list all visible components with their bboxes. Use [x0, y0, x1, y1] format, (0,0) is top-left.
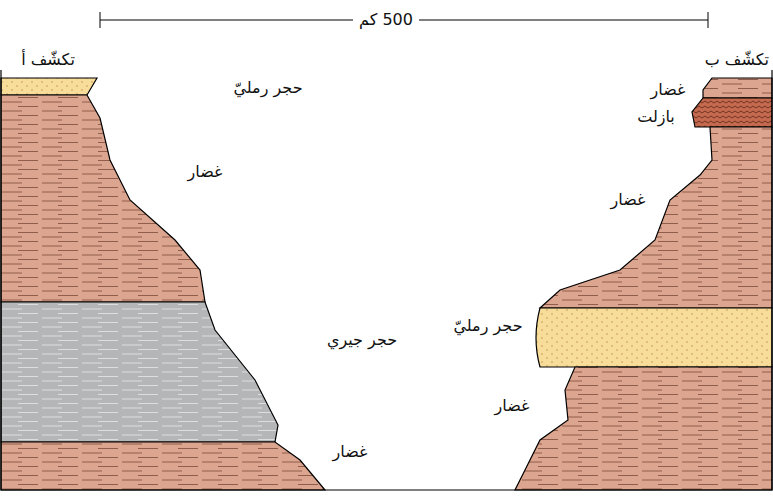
layer-label: غضار: [188, 162, 223, 181]
layer-label: غضار: [495, 396, 530, 415]
layer-label: غضار: [611, 190, 646, 209]
layer-label: حجر جيري: [327, 330, 397, 349]
outcrop-label: تكشّف أ: [21, 50, 75, 69]
layer-label: غضار: [651, 80, 686, 99]
layer-label: حجر رمليّ: [453, 316, 522, 335]
outcrop-label: تكشّف ب: [705, 50, 769, 69]
dimension-label: 500 كم: [353, 10, 419, 29]
layer-label: بازلت: [637, 107, 675, 126]
layer-label: حجر رمليّ: [233, 78, 302, 97]
layer-label: غضار: [333, 442, 368, 461]
